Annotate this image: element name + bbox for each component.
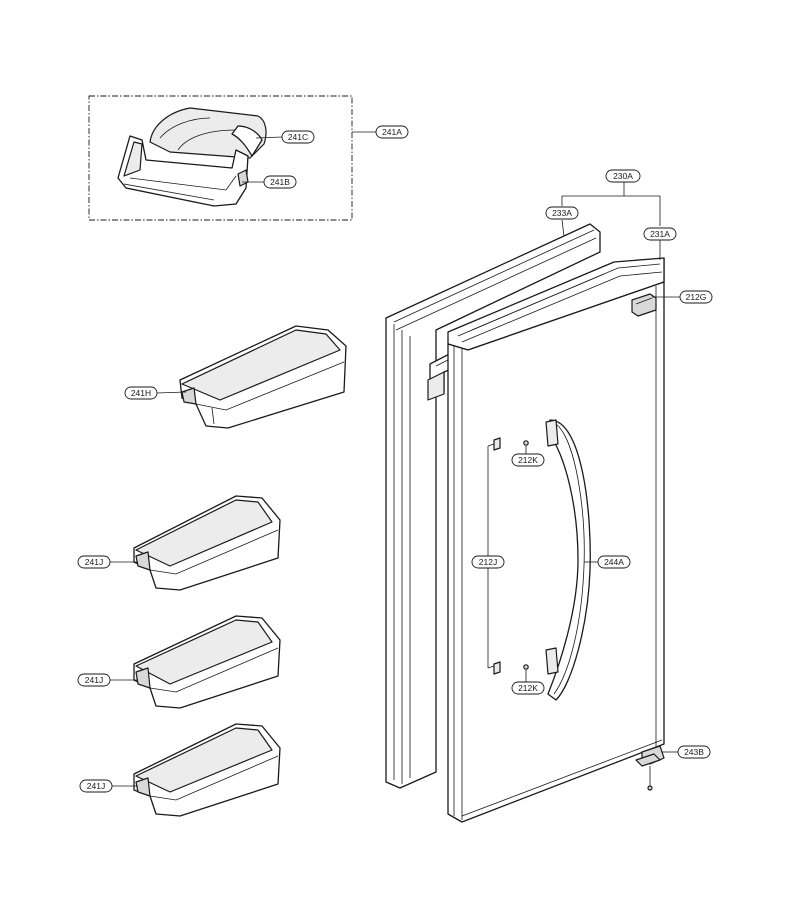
label-212J: 212J: [471, 555, 505, 569]
label-241H: 241H: [124, 386, 158, 400]
label-241C: 241C: [281, 130, 315, 144]
label-212K-bottom: 212K: [511, 681, 545, 695]
label-244A-text: 244A: [604, 557, 624, 567]
label-241J-3: 241J: [79, 779, 113, 793]
label-241H-text: 241H: [131, 388, 151, 398]
label-241A-text: 241A: [382, 127, 402, 137]
basket-241J-3-drawing: [133, 723, 281, 817]
label-243B: 243B: [677, 745, 711, 759]
label-243B-text: 243B: [684, 747, 704, 757]
handle-244A-drawing: [545, 419, 591, 701]
kit-241A-dashed-box: [88, 95, 353, 221]
label-241J-2-text: 241J: [85, 675, 103, 685]
cap-212G-drawing: [631, 293, 657, 317]
label-212K-top-text: 212K: [518, 455, 538, 465]
door-panel-drawing: [447, 257, 665, 823]
leader-lines: [110, 136, 680, 787]
label-212G-text: 212G: [686, 292, 707, 302]
basket-241J-1-drawing: [133, 495, 281, 591]
gasket-233A-drawing: [385, 223, 601, 789]
label-212K-top: 212K: [511, 453, 545, 467]
label-233A-text: 233A: [552, 208, 572, 218]
label-212G: 212G: [679, 290, 713, 304]
label-231A: 231A: [643, 227, 677, 241]
cover-241C-drawing: [149, 107, 267, 159]
label-231A-text: 231A: [650, 229, 670, 239]
label-241C-text: 241C: [288, 132, 308, 142]
kit-241A-group: [88, 95, 376, 221]
label-241J-1: 241J: [77, 555, 111, 569]
label-241B: 241B: [263, 175, 297, 189]
label-241J-1-text: 241J: [85, 557, 103, 567]
hinge-243B-drawing: [635, 745, 665, 791]
label-212J-text: 212J: [479, 557, 497, 567]
label-230A: 230A: [605, 169, 641, 183]
label-241B-text: 241B: [270, 177, 290, 187]
label-212K-bottom-text: 212K: [518, 683, 538, 693]
label-241A: 241A: [375, 125, 409, 139]
label-230A-text: 230A: [613, 171, 633, 181]
label-241J-2: 241J: [77, 673, 111, 687]
basket-241H-drawing: [179, 325, 347, 429]
label-244A: 244A: [597, 555, 631, 569]
basket-241J-2-drawing: [133, 615, 281, 709]
label-233A: 233A: [545, 206, 579, 220]
label-241J-3-text: 241J: [87, 781, 105, 791]
